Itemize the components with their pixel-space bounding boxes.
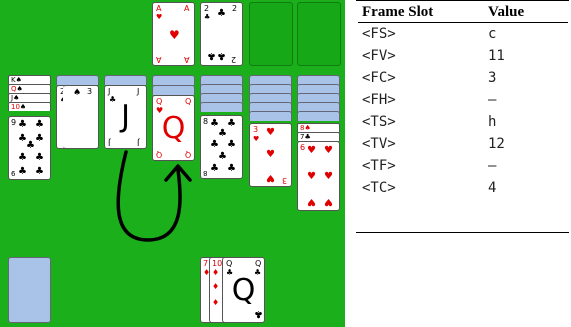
table-row: <TS>h bbox=[358, 111, 568, 133]
value-cell: – bbox=[484, 89, 568, 111]
table-header-row: Frame Slot Value bbox=[358, 2, 568, 23]
value-cell: 11 bbox=[484, 45, 568, 67]
value-cell: c bbox=[484, 23, 568, 46]
slot-cell: <FS> bbox=[358, 23, 484, 46]
table-top-rule bbox=[356, 0, 569, 1]
value-cell: 3 bbox=[484, 67, 568, 89]
header-value: Value bbox=[484, 2, 568, 23]
table-row: <TF>– bbox=[358, 155, 568, 177]
table-bottom-rule bbox=[356, 232, 569, 233]
table-row: <FC>3 bbox=[358, 67, 568, 89]
slot-cell: <FC> bbox=[358, 67, 484, 89]
table-row: <FH>– bbox=[358, 89, 568, 111]
slot-cell: <TV> bbox=[358, 133, 484, 155]
move-arrow-icon bbox=[0, 0, 345, 327]
slot-cell: <TS> bbox=[358, 111, 484, 133]
table-row: <TC>4 bbox=[358, 177, 568, 199]
value-cell: h bbox=[484, 111, 568, 133]
slot-cell: <FV> bbox=[358, 45, 484, 67]
value-cell: 12 bbox=[484, 133, 568, 155]
slot-cell: <TC> bbox=[358, 177, 484, 199]
table-row: <FV>11 bbox=[358, 45, 568, 67]
table-row: <TV>12 bbox=[358, 133, 568, 155]
frame-slot-table: Frame Slot Value <FS>c <FV>11 <FC>3 <FH>… bbox=[358, 2, 568, 199]
value-cell: – bbox=[484, 155, 568, 177]
slot-cell: <FH> bbox=[358, 89, 484, 111]
header-frame-slot: Frame Slot bbox=[358, 2, 484, 23]
slot-cell: <TF> bbox=[358, 155, 484, 177]
solitaire-table: A ♥ ♥ A A A 2 ♣ ♣ 2 ♣ ♣ 2 K♠ Q♠ J♠ 10♠ 9… bbox=[0, 0, 345, 327]
table-row: <FS>c bbox=[358, 23, 568, 46]
value-cell: 4 bbox=[484, 177, 568, 199]
